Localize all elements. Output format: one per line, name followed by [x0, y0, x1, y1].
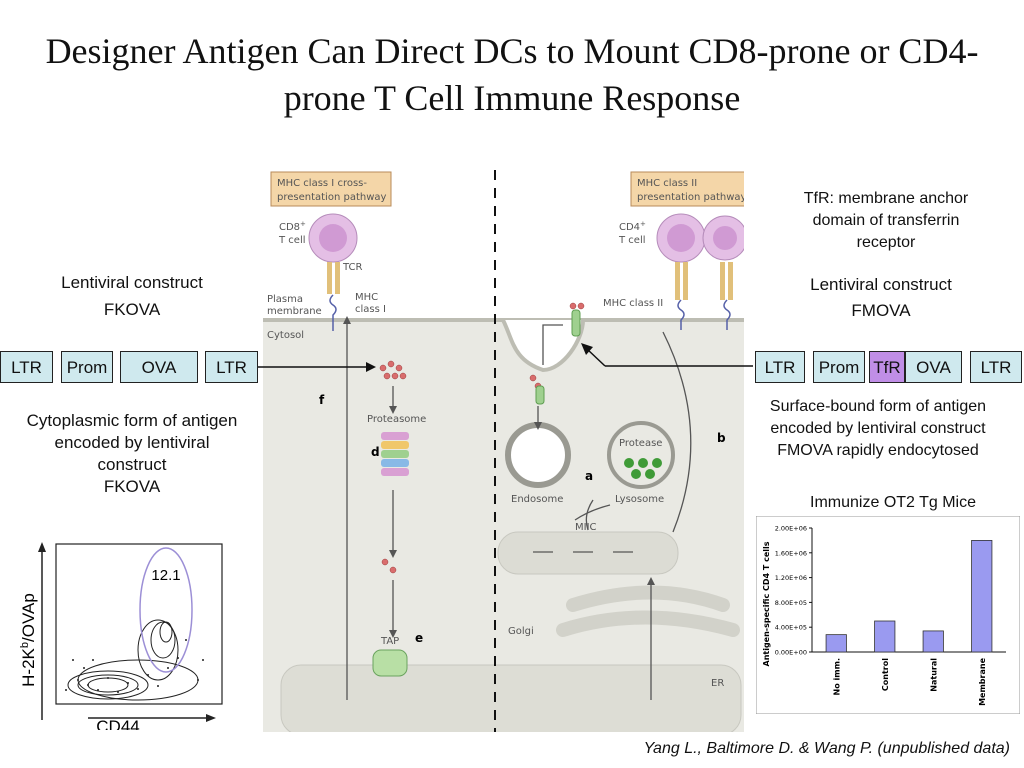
citation: Yang L., Baltimore D. & Wang P. (unpubli…	[643, 740, 1010, 757]
tcr-label: TCR	[342, 262, 363, 273]
tap-label: TAP	[380, 636, 399, 647]
cd4-label: CD4+	[619, 220, 646, 233]
mhc1-label-2: class I	[355, 304, 386, 315]
left-desc-line-2: encoded by lentiviral	[54, 433, 210, 452]
tfr-note-line-3: receptor	[856, 234, 916, 251]
facs-plot: 12.1 CD44 H-2Kb/OVAp	[19, 542, 223, 730]
cd4-bar-chart: Antigen-specific CD4 T cells 0.00E+00 4.0…	[756, 516, 1020, 714]
chart-x-tick-label: Membrane	[978, 657, 987, 705]
plasma-label-2: membrane	[267, 306, 322, 317]
proteasome-icon	[381, 432, 409, 476]
chart-x-tick-label: No imm.	[832, 658, 841, 695]
cd8-label: CD8+	[279, 220, 306, 233]
cd8-tcell-label: T cell	[278, 235, 306, 246]
mhc1-label-1: MHC	[355, 292, 378, 303]
facs-ylabel: H-2Kb/OVAp	[19, 593, 38, 687]
mhc2-label: MHC class II	[603, 298, 663, 309]
left-desc-line-3: construct	[97, 455, 167, 474]
cd8-label-sup: +	[300, 220, 306, 228]
cd4-label-main: CD4	[619, 222, 640, 233]
cytosol-label: Cytosol	[267, 330, 304, 341]
right-ltr-box: LTR	[755, 351, 805, 383]
chart-bar-natural	[922, 630, 944, 653]
page-title: Designer Antigen Can Direct DCs to Mount…	[45, 31, 979, 118]
letter-d: d	[371, 445, 380, 459]
chart-bar-no-imm-	[825, 634, 847, 653]
letter-f: f	[319, 393, 325, 407]
letter-b: b	[717, 431, 726, 445]
right-construct-name: FMOVA	[851, 301, 911, 320]
lysosome-label: Lysosome	[615, 494, 664, 505]
chart-heading: Immunize OT2 Tg Mice	[810, 494, 976, 511]
chart-bars	[825, 539, 993, 653]
letter-a: a	[585, 469, 593, 483]
chart-y-tick-label: 1.20E+06	[775, 574, 807, 582]
right-construct-title: Lentiviral construct	[810, 275, 952, 294]
facs-xlabel: CD44	[96, 717, 139, 730]
cd8-label-main: CD8	[279, 222, 300, 233]
mhc2-pathway-line-2: presentation pathway	[637, 192, 744, 203]
chart-y-tick-label: 8.00E+05	[775, 599, 807, 607]
facs-gate-value: 12.1	[151, 567, 180, 584]
chart-y-tick-label: 4.00E+05	[775, 624, 807, 632]
letter-e: e	[415, 631, 423, 645]
left-arrow	[258, 362, 376, 372]
er-label: ER	[711, 678, 724, 689]
left-desc-line-1: Cytoplasmic form of antigen	[26, 411, 238, 430]
right-desc-line-3: FMOVA rapidly endocytosed	[777, 442, 979, 459]
mhc1-pathway-line-1: MHC class I cross-	[277, 178, 367, 189]
left-construct-name: FKOVA	[103, 300, 161, 319]
right-desc-line-2: encoded by lentiviral construct	[770, 420, 986, 437]
left-ova-box: OVA	[120, 351, 198, 383]
facs-ylabel-main: H-2K	[19, 647, 38, 686]
right-ltr-box-2: LTR	[970, 351, 1022, 383]
chart-x-tick-label: Natural	[929, 658, 938, 692]
facs-ylabel-sup: b	[19, 642, 31, 648]
right-prom-box: Prom	[813, 351, 865, 383]
right-desc-line-1: Surface-bound form of antigen	[769, 398, 987, 415]
chart-y-tick-label: 1.60E+06	[775, 549, 807, 557]
cd4-tcell-label: T cell	[618, 235, 646, 246]
left-ltr-box: LTR	[0, 351, 53, 383]
cd4-label-sup: +	[640, 220, 646, 228]
left-ltr-box-2: LTR	[205, 351, 258, 383]
pathway-svg: MHC class I cross- presentation pathway …	[263, 170, 744, 732]
plasma-label-1: Plasma	[267, 294, 303, 305]
chart-x-tick-label: Control	[881, 658, 890, 691]
protease-label: Protease	[619, 438, 662, 449]
right-arrow	[581, 343, 753, 367]
tfr-note: TfR: membrane anchor domain of transferr…	[786, 188, 986, 254]
chart-labels: No imm. Control Natural Membrane	[832, 657, 987, 705]
chart-ylabel: Antigen-specific CD4 T cells	[762, 541, 771, 666]
tfr-note-line-1: TfR: membrane anchor	[803, 190, 969, 207]
chart-bar-membrane	[971, 539, 993, 653]
left-prom-box: Prom	[61, 351, 113, 383]
left-description: Cytoplasmic form of antigen encoded by l…	[2, 410, 262, 498]
right-description: Surface-bound form of antigen encoded by…	[737, 396, 1019, 462]
chart-y-tick-label: 0.00E+00	[775, 649, 807, 657]
endosome-label: Endosome	[511, 494, 563, 505]
left-desc-line-4: FKOVA	[103, 477, 161, 496]
mhc1-pathway-line-2: presentation pathway	[277, 192, 387, 203]
tfr-note-line-2: domain of transferrin	[812, 212, 960, 229]
left-construct-title: Lentiviral construct	[61, 273, 203, 292]
chart-y-tick-label: 2.00E+06	[775, 525, 807, 533]
mhc2-pathway-line-1: MHC class II	[637, 178, 697, 189]
right-tfr-box: TfR	[869, 351, 905, 383]
proteasome-label: Proteasome	[367, 414, 426, 425]
golgi-label: Golgi	[508, 626, 534, 637]
right-ova-box: OVA	[905, 351, 962, 383]
miic-label: MIIC	[575, 522, 597, 533]
chart-bar-control	[874, 620, 896, 653]
pathway-diagram: MHC class I cross- presentation pathway …	[263, 160, 744, 732]
facs-ylabel-rest: /OVAp	[19, 593, 38, 642]
